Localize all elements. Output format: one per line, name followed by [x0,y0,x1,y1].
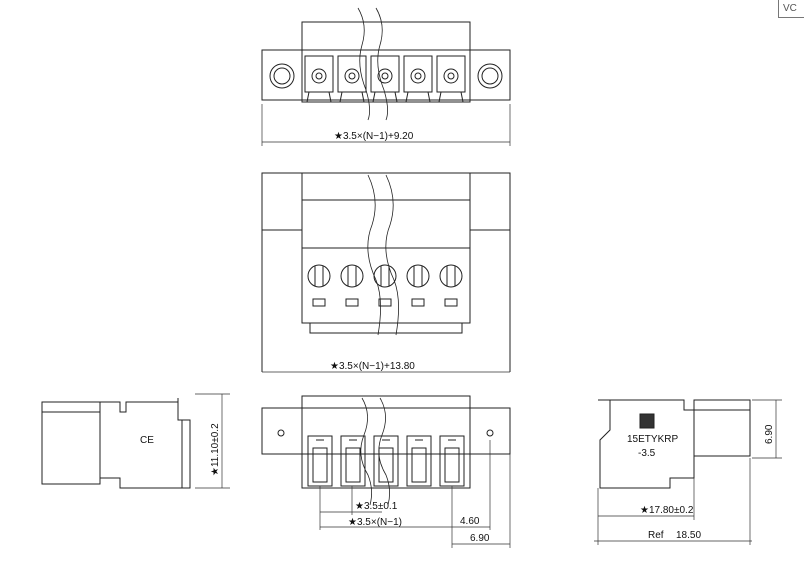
part-number: 15ETYKRP [627,434,678,445]
part-pitch: -3.5 [638,448,656,459]
top-terminals [304,55,466,103]
bottom-view: ★3.5±0.1 ★3.5×(N−1) 4.60 6.90 [261,395,511,548]
right-side-view: 15ETYKRP -3.5 6.90 ★17.80±0.2 Ref 18.50 [594,399,782,545]
top-view: ★3.5×(N−1)+9.20 [261,7,511,146]
dim-offset-b: 6.90 [470,533,490,544]
bottom-hole-right [486,429,494,437]
dim-ref-label: Ref [648,530,664,541]
bottom-sockets [307,435,465,487]
dim-side-height: ★11.10±0.2 [210,423,221,476]
mount-hole-left [269,63,295,89]
dim-right-height: 6.90 [764,424,775,444]
dim-offset-a: 4.60 [460,516,480,527]
front-screws [307,264,463,307]
dim-pitch: ★3.5±0.1 [355,501,398,512]
dim-pitch-total: ★3.5×(N−1) [348,517,402,528]
mount-hole-right [477,63,503,89]
dim-right-depth: ★17.80±0.2 [640,505,694,516]
dim-front-width: ★3.5×(N−1)+13.80 [330,361,415,372]
dim-top-width: ★3.5×(N−1)+9.20 [334,131,414,142]
left-side-view: CE ★11.10±0.2 [41,393,230,489]
corner-tag: VC [778,0,804,18]
front-view: ★3.5×(N−1)+13.80 [261,172,511,373]
ce-mark: CE [140,435,154,446]
bottom-hole-left [277,429,285,437]
dim-ref-value: 18.50 [676,530,701,541]
